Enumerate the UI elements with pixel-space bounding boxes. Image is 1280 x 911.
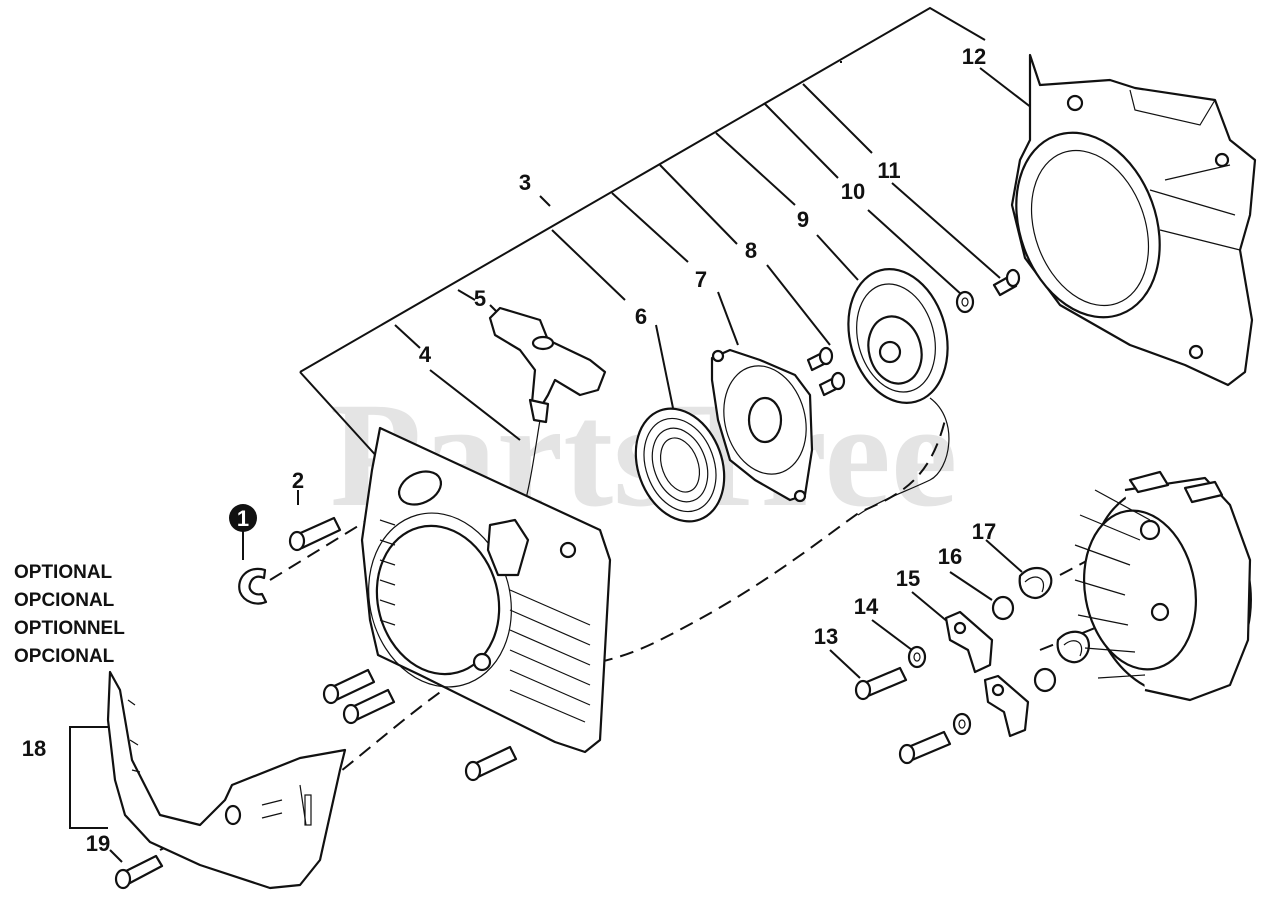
starter-housing-bolt-part [288,516,342,552]
callout-17: 17 [972,519,996,544]
callout-labels: 1 2 3 4 5 6 7 8 9 10 11 12 13 14 15 16 1… [22,44,996,856]
housing-screw-lower-1 [322,668,376,705]
rope-pulley-part [847,268,950,516]
pawl-spring-part [1018,566,1090,664]
callout-1: 1 [237,506,249,531]
cover-screw-part [114,854,164,890]
pawl-washer-part [907,645,972,736]
pawl-bolt-part [854,666,952,765]
optional-note-pt: OPCIONAL [14,646,115,667]
retainer-clip-part [238,567,268,605]
rewind-spring-part [634,407,726,523]
callout-2: 2 [292,468,304,493]
pulley-screw-part [992,268,1021,297]
callout-8: 8 [745,238,757,263]
callout-11: 11 [877,158,900,183]
optional-note-fr: OPTIONNEL [14,618,125,639]
callout-16: 16 [938,544,962,569]
callout-13: 13 [814,624,838,649]
fan-housing-part [1010,53,1257,387]
starter-handle-part [488,306,607,521]
pawl-collar-part [991,595,1057,693]
housing-screw-lower-3 [464,745,518,782]
optional-note-en: OPTIONAL [14,562,113,583]
callout-9: 9 [797,207,809,232]
leader-lines [69,6,1033,863]
pawl-part [944,610,1030,738]
callout-19: 19 [86,831,110,856]
callout-10: 10 [841,179,865,204]
callout-4: 4 [419,342,432,367]
callout-15: 15 [896,566,920,591]
callout-7: 7 [695,267,707,292]
starter-housing-part [360,426,612,754]
spring-case-screw-part [806,346,846,397]
callout-18: 18 [22,736,46,761]
lower-cover-part [106,670,347,890]
optional-note-es: OPCIONAL [14,590,115,611]
callout-6: 6 [635,304,647,329]
callout-14: 14 [854,594,879,619]
housing-screw-lower-2 [342,688,396,725]
washer-part [955,290,975,314]
flywheel-part [1074,470,1252,702]
callout-3: 3 [519,170,531,195]
callout-disc-1 [229,504,257,532]
optional-note: OPTIONAL OPCIONAL OPTIONNEL OPCIONAL [14,562,125,667]
spring-case-part [710,348,814,503]
callout-5: 5 [474,286,486,311]
callout-12: 12 [962,44,986,69]
